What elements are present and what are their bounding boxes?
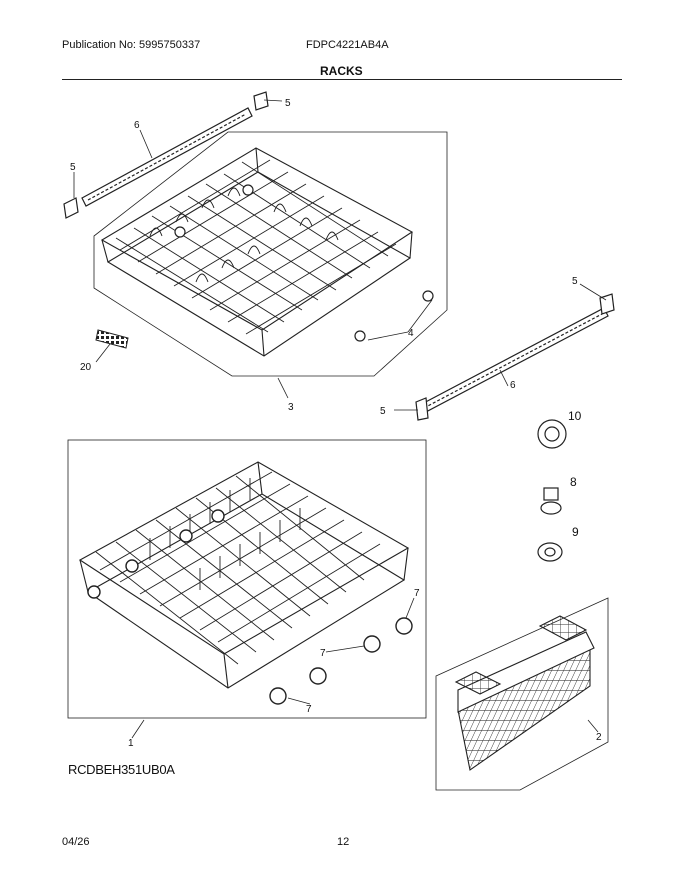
page-number: 12 <box>337 836 350 848</box>
callout-10: 10 <box>568 409 582 423</box>
callout-7-a: 7 <box>414 588 420 599</box>
callout-5-top: 5 <box>285 98 291 109</box>
callout-6-left: 6 <box>134 120 140 131</box>
basket <box>454 615 595 771</box>
callout-6-right: 6 <box>510 380 516 391</box>
callout-5-left: 5 <box>70 162 76 173</box>
section-title: RACKS <box>320 64 363 78</box>
model-number: FDPC4221AB4A <box>306 39 389 51</box>
callout-5-bottom: 5 <box>380 406 386 417</box>
footer-date: 04/26 <box>62 836 90 848</box>
diagram-code: RCDBEH351UB0A <box>68 762 175 777</box>
lower-rack-frame <box>67 439 427 719</box>
cap-10 <box>537 419 567 449</box>
cap-9 <box>537 542 563 562</box>
callout-9: 9 <box>572 525 579 539</box>
callout-20: 20 <box>80 362 92 373</box>
publication-number: Publication No: 5995750337 <box>62 39 201 51</box>
callout-3: 3 <box>288 402 294 413</box>
cap-8 <box>540 487 562 515</box>
bracket-20 <box>95 329 129 349</box>
callout-1: 1 <box>128 738 134 749</box>
upper-rack-frame <box>93 131 448 377</box>
lower-rack-tines <box>95 471 381 665</box>
rail-right <box>415 293 615 421</box>
lower-rack <box>78 461 410 689</box>
callout-5-right: 5 <box>572 276 578 287</box>
callout-7-c: 7 <box>306 704 312 715</box>
upper-rack-wheels <box>174 184 434 342</box>
lower-rack-wheels <box>87 509 413 705</box>
callout-2: 2 <box>596 732 602 743</box>
header-rule <box>62 79 622 80</box>
callout-7-b: 7 <box>320 648 326 659</box>
upper-rack-tines <box>115 159 397 335</box>
callout-4: 4 <box>408 328 414 339</box>
callout-8: 8 <box>570 475 577 489</box>
leader-lines <box>73 99 607 739</box>
upper-rack <box>100 147 414 357</box>
basket-frame <box>435 597 609 791</box>
rail-left <box>63 91 269 219</box>
